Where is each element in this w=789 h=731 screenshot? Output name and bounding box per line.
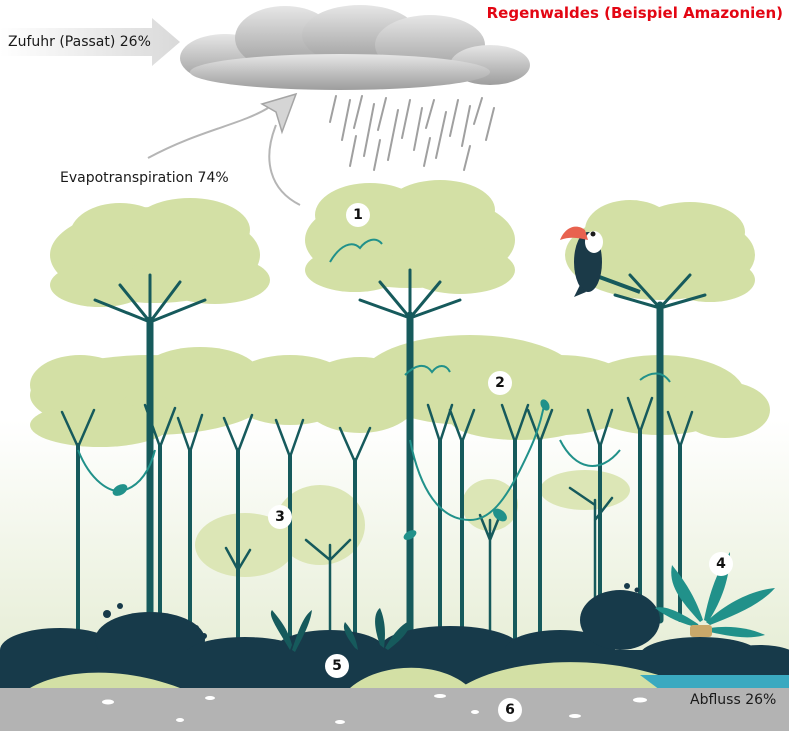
evapotranspiration-arrowhead [262,94,296,132]
layer-badge-1: 1 [346,203,370,227]
evapotranspiration-label: Evapotranspiration 74% [60,170,229,186]
layer-badge-6: 6 [498,698,522,722]
emergent-canopies [50,180,755,307]
layer-badge-5: 5 [325,654,349,678]
outflow-water [640,675,789,690]
layer-badge-4: 4 [709,552,733,576]
layer-badge-3: 3 [268,505,292,529]
layer-badge-2: 2 [488,371,512,395]
rain-streaks [330,96,494,170]
evapotranspiration-arrows [148,108,300,205]
rain-cloud [180,5,530,90]
inflow-label: Zufuhr (Passat) 26% [8,34,151,50]
outflow-label: Abfluss 26% [690,692,776,708]
soil-layer [0,688,789,731]
diagram-title: Regenwaldes (Beispiel Amazonien) [487,4,783,22]
